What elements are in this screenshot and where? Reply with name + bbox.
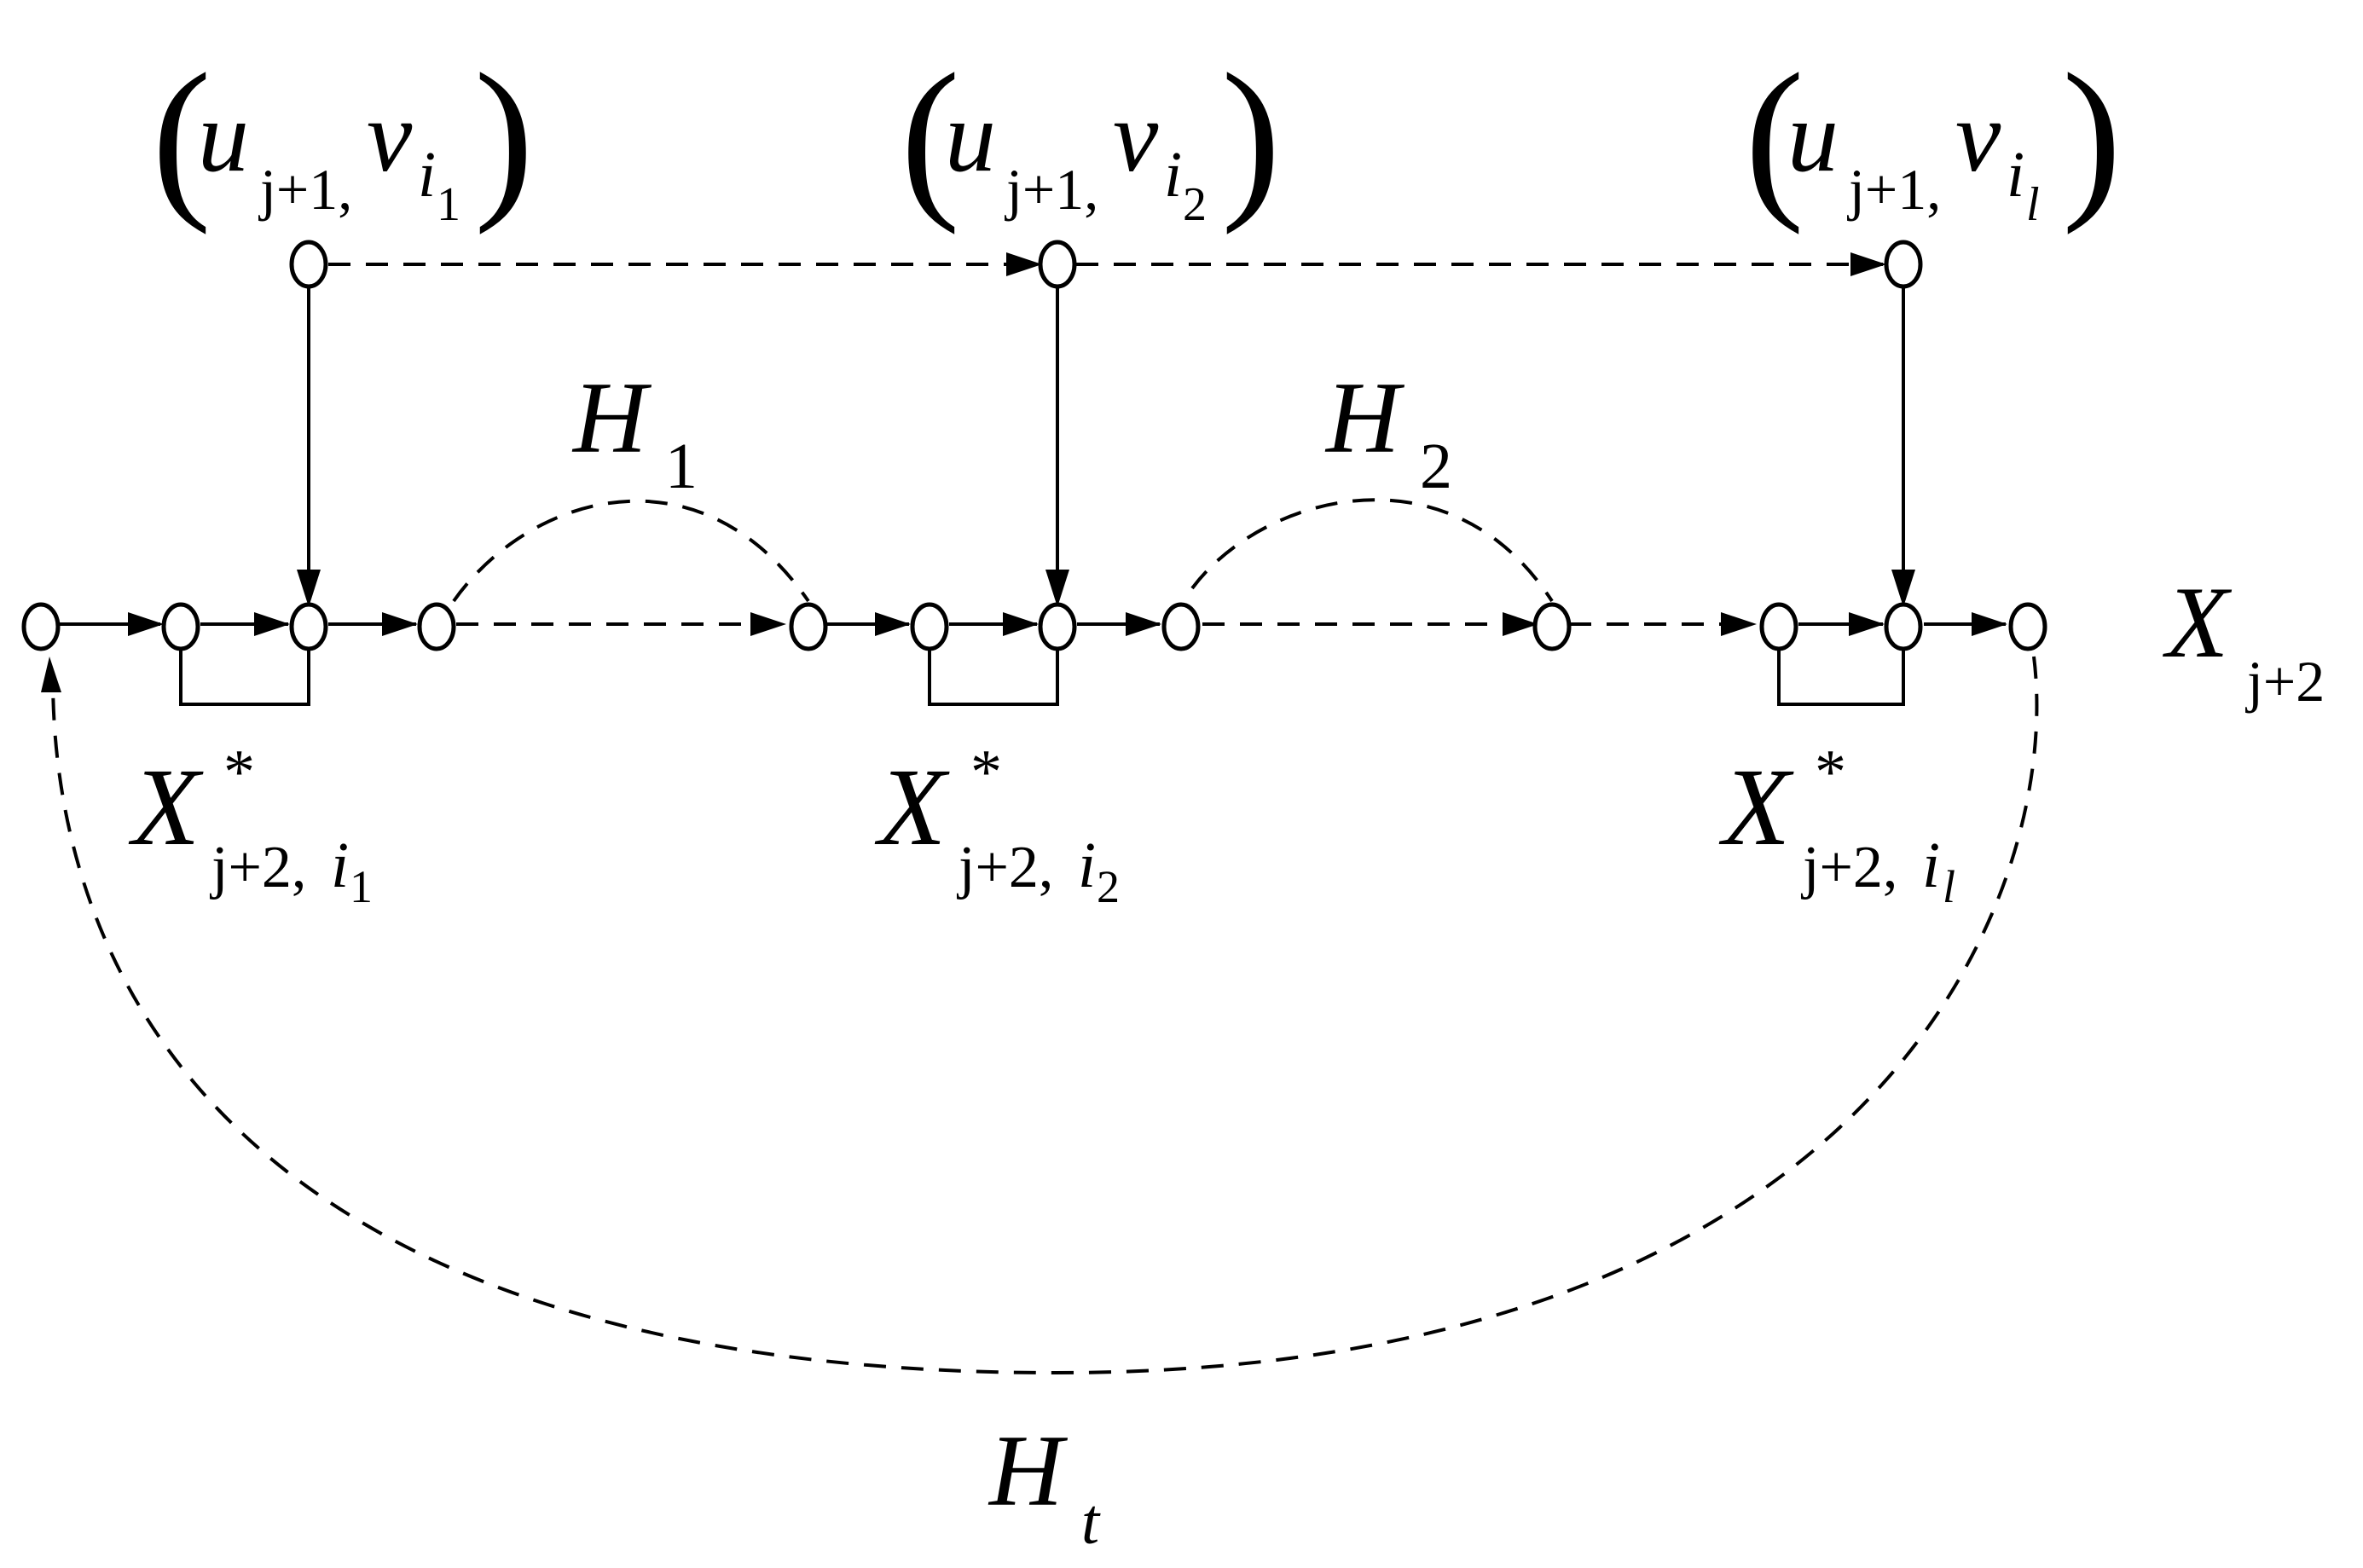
top-label-pair-2: ( u j+1, v i 2 ) [901,38,1281,235]
svg-text:j+2: j+2 [2245,649,2325,714]
v-symbol: v [367,79,413,193]
arrowhead [41,657,61,692]
svg-text:*: * [223,738,255,807]
svg-text:*: * [1815,738,1846,807]
paren-open: ( [152,38,211,235]
node-bottom [1161,602,1201,651]
svg-text:j+2,: j+2, [956,835,1053,900]
u-symbol: u [945,79,996,193]
v-subscript: i [2007,139,2024,211]
paren-close: ) [2062,38,2122,235]
u-symbol: u [198,79,249,193]
svg-text:H: H [987,1414,1069,1527]
svg-text:i: i [331,830,349,901]
node-bottom [1532,602,1572,651]
arrowhead [1891,570,1915,607]
bracket-xstar-2 [928,646,1059,706]
v-symbol: v [1113,79,1159,193]
label-Xstar-l: X * j+2, i l [1718,738,1955,912]
label-X-j2: X j+2 [2163,565,2325,714]
arrowhead [1006,252,1042,276]
svg-text:t: t [1081,1486,1101,1558]
svg-text:H: H [571,361,652,474]
svg-text:X: X [2163,565,2233,679]
svg-text:X: X [874,746,950,869]
paren-close: ) [1221,38,1281,235]
node-bottom [1884,602,1923,651]
u-subscript: j+1, [1005,157,1098,222]
svg-text:1: 1 [665,431,698,502]
node-top-l [1884,240,1923,289]
u-subscript: j+1, [1847,157,1941,222]
top-label-pair-1: ( u j+1, v i 1 ) [152,38,534,235]
node-bottom [2008,602,2047,651]
node-top-1 [289,240,328,289]
svg-text:l: l [1943,861,1955,912]
node-bottom [789,602,828,651]
arrowhead [1850,252,1886,276]
arrowhead [297,570,321,607]
bracket-xstar-1 [179,646,310,706]
paren-close: ) [474,38,534,235]
svg-text:X: X [1718,746,1794,869]
svg-text:H: H [1324,361,1405,474]
v-symbol: v [1955,79,2001,193]
arc-H2 [1190,498,1554,603]
node-bottom [1038,602,1077,651]
v-subscript: i [418,139,436,211]
svg-text:X: X [128,746,204,869]
arc-Ht [50,656,2039,1375]
svg-text:1: 1 [350,861,373,912]
node-top-2 [1038,240,1077,289]
label-Ht: H t [987,1414,1101,1558]
svg-text:2: 2 [1097,861,1120,912]
svg-text:*: * [970,738,1002,807]
v-subsubscript: 1 [437,178,460,231]
arc-H1 [452,499,810,603]
v-subscript: i [1164,139,1182,211]
node-bottom [161,602,200,651]
label-Xstar-2: X * j+2, i 2 [874,738,1120,912]
label-Xstar-1: X * j+2, i 1 [128,738,373,912]
node-bottom [289,602,328,651]
node-bottom [21,602,61,651]
node-bottom [417,602,456,651]
label-H1: H 1 [571,361,698,502]
u-subscript: j+1, [258,157,352,222]
bracket-xstar-l [1777,646,1905,706]
paren-open: ( [901,38,960,235]
u-symbol: u [1787,79,1839,193]
node-bottom [910,602,949,651]
label-H2: H 2 [1324,361,1452,502]
paren-open: ( [1745,38,1804,235]
v-subsubscript: 2 [1183,178,1207,231]
svg-text:i: i [1078,830,1096,901]
bottom-row-solid-edges [60,612,2007,636]
arrowhead [1045,570,1069,607]
svg-text:i: i [1922,830,1940,901]
top-nodes [289,240,1923,289]
svg-text:j+2,: j+2, [1800,835,1897,900]
svg-text:j+2,: j+2, [209,835,306,900]
v-subsubscript: l [2026,178,2040,231]
node-bottom [1759,602,1798,651]
top-label-pair-l: ( u j+1, v i l ) [1745,38,2122,235]
bottom-row-dashed-edges [456,612,1757,636]
bottom-nodes [21,602,2047,651]
svg-text:2: 2 [1420,431,1452,502]
